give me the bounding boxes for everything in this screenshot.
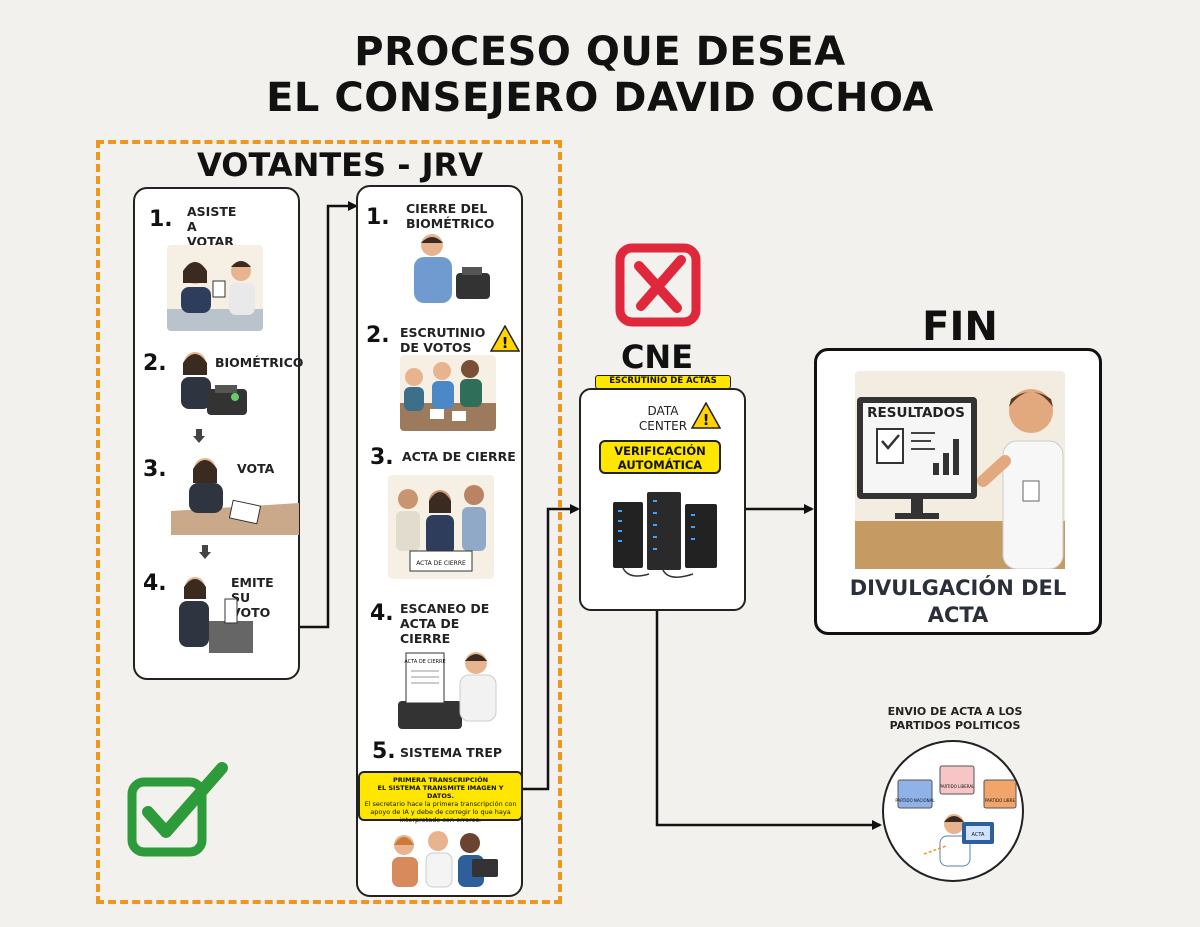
trep-note-line-3: El secretario hace la primera transcripc… xyxy=(364,800,517,824)
cne-panel: DATA CENTER ! VERIFICACIÓN AUTOMÁTICA xyxy=(579,388,746,611)
voter-step-3-number: 3. xyxy=(143,457,167,482)
scan-act-illustration: ACTA DE CIERRE xyxy=(386,639,506,735)
parties-caption: ENVIO DE ACTA A LOS PARTIDOS POLITICOS xyxy=(887,705,1023,732)
warning-icon: ! xyxy=(691,402,721,430)
fin-caption: DIVULGACIÓN DEL ACTA xyxy=(849,576,1067,627)
warning-icon: ! xyxy=(490,325,520,353)
cne-badge: ESCRUTINIO DE ACTAS xyxy=(595,375,731,389)
svg-text:!: ! xyxy=(703,411,710,429)
group-title: VOTANTES - JRV xyxy=(197,146,483,184)
voter-step-2-label: BIOMÉTRICO xyxy=(215,355,304,370)
jrv-step-3-number: 3. xyxy=(370,445,394,470)
fin-panel: RESULTADOS DIVULGACIÓN DEL ACTA xyxy=(814,348,1102,635)
cne-title: CNE xyxy=(620,338,694,376)
trep-team-illustration xyxy=(382,825,502,891)
arrow-jrv-to-cne xyxy=(522,504,580,791)
jrv-step-2-number: 2. xyxy=(366,323,390,348)
jrv-step-4-label: ESCANEO DE ACTA DE CIERRE xyxy=(400,601,490,646)
down-arrow-icon xyxy=(193,429,205,443)
cast-vote-illustration xyxy=(173,573,257,653)
verification-box: VERIFICACIÓN AUTOMÁTICA xyxy=(599,440,721,474)
jrv-step-1-number: 1. xyxy=(366,205,390,230)
arrow-voters-to-jrv xyxy=(274,201,358,629)
votantes-jrv-frame xyxy=(96,140,562,904)
voter-step-1-number: 1. xyxy=(149,207,173,232)
biometric-illustration xyxy=(175,345,251,423)
party-folder-1: PARTIDO NACIONAL xyxy=(895,798,935,803)
jrv-step-5-number: 5. xyxy=(372,739,396,764)
voter-step-4-number: 4. xyxy=(143,571,167,596)
data-center-label: DATA CENTER xyxy=(638,404,688,433)
cross-icon xyxy=(615,236,709,328)
page-title-line-2: EL CONSEJERO DAVID OCHOA xyxy=(266,75,934,121)
jrv-step-4-number: 4. xyxy=(370,601,394,626)
voter-step-3-label: VOTA xyxy=(237,461,275,476)
jrv-step-5-label: SISTEMA TREP xyxy=(400,745,503,760)
biometric-close-illustration xyxy=(402,229,492,307)
trep-note-line-2: EL SISTEMA TRANSMITE IMAGEN Y DATOS. xyxy=(377,784,504,800)
trep-note-box: PRIMERA TRANSCRIPCIÓN EL SISTEMA TRANSMI… xyxy=(358,771,523,824)
party-folder-3: PARTIDO LIBRE xyxy=(985,798,1015,803)
page-title-line-1: PROCESO QUE DESEA xyxy=(354,29,846,75)
results-illustration: RESULTADOS xyxy=(855,371,1065,569)
trep-note-line-1: PRIMERA TRANSCRIPCIÓN xyxy=(392,776,489,784)
arrow-cne-to-parties xyxy=(655,610,882,830)
jrv-panel: 1. CIERRE DEL BIOMÉTRICO 2. ESCRUTINIO D… xyxy=(356,185,523,897)
voter-registration-illustration xyxy=(167,245,263,331)
acta-scan-text: ACTA DE CIERRE xyxy=(404,659,445,665)
closing-act-illustration: ACTA DE CIERRE xyxy=(388,475,494,579)
voting-illustration xyxy=(171,451,299,535)
party-folder-2: PARTIDO LIBERAL xyxy=(940,784,976,789)
down-arrow-icon xyxy=(199,545,211,559)
jrv-step-1-label: CIERRE DEL BIOMÉTRICO xyxy=(406,201,495,231)
check-icon xyxy=(126,762,230,858)
server-rack-icon xyxy=(609,488,721,582)
parties-screen-text: ACTA xyxy=(972,832,985,838)
voters-panel: 1. ASISTE A VOTAR 2. BIOMÉTRICO 3. VOTA xyxy=(133,187,304,680)
vote-counting-illustration xyxy=(400,355,496,431)
jrv-step-3-label: ACTA DE CIERRE xyxy=(402,449,516,464)
svg-text:!: ! xyxy=(502,334,509,352)
voter-step-2-number: 2. xyxy=(143,351,167,376)
parties-circle: ACTA PARTIDO NACIONAL PARTIDO LIBERAL PA… xyxy=(882,740,1024,882)
acta-paper-text: ACTA DE CIERRE xyxy=(416,560,466,567)
results-screen-title: RESULTADOS xyxy=(867,405,965,421)
jrv-step-2-label: ESCRUTINIO DE VOTOS xyxy=(400,325,486,355)
fin-title: FIN xyxy=(922,304,998,350)
voter-step-1-label: ASISTE A VOTAR xyxy=(187,204,237,249)
